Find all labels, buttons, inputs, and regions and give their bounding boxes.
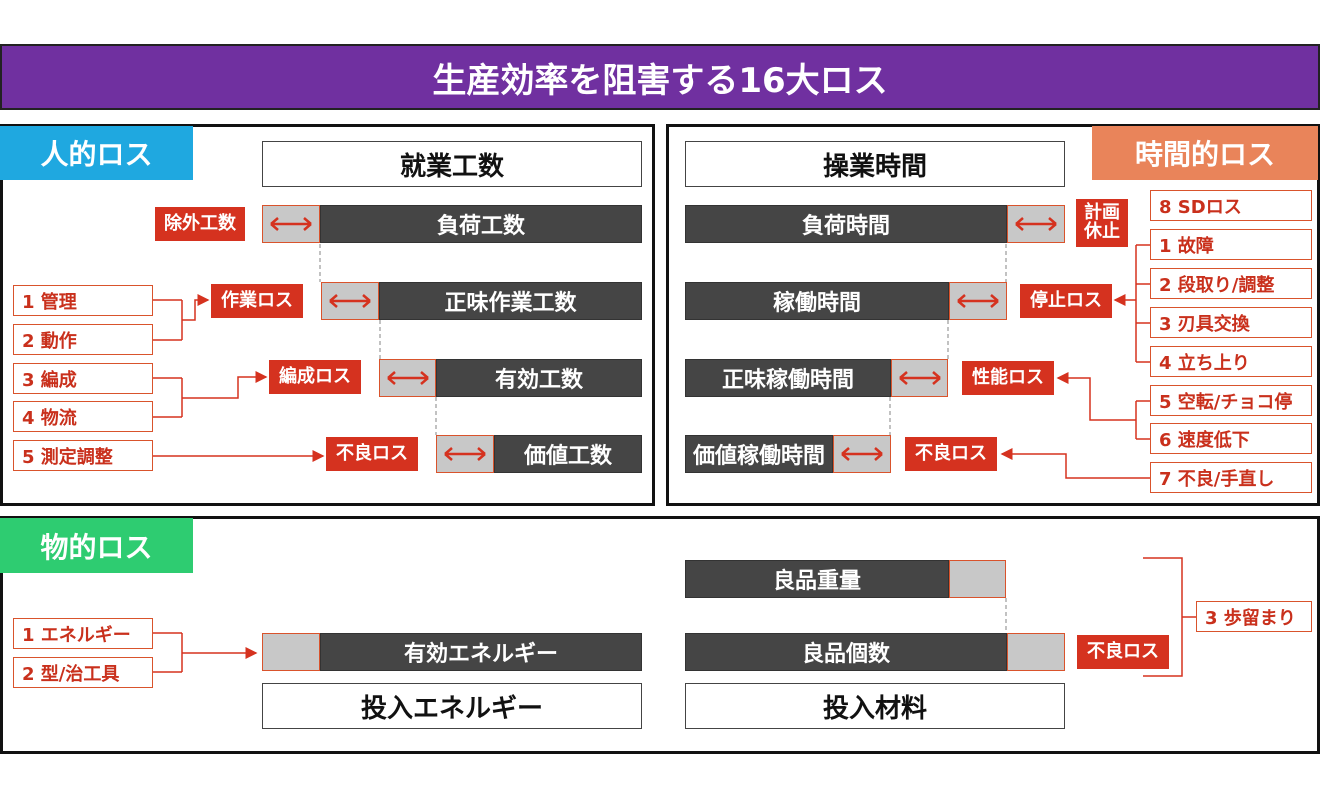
energy-loss-gap: [262, 633, 320, 671]
time-bar-value-operating: 価値稼働時間: [685, 435, 833, 473]
material-item-yield: 3 歩留まり: [1196, 601, 1312, 632]
time-item-tool-change: 3 刃具交換: [1150, 307, 1312, 338]
time-item-sd-loss: 8 SDロス: [1150, 190, 1312, 221]
time-item-breakdown: 1 故障: [1150, 229, 1312, 260]
human-loss-defect: 不良ロス: [326, 437, 418, 471]
double-arrow-icon: [329, 294, 371, 308]
time-item-idling: 5 空転/チョコ停: [1150, 385, 1312, 416]
time-bar-net-operating: 正味稼働時間: [685, 359, 891, 397]
human-loss-tag: 人的ロス: [0, 126, 193, 180]
goods-count-gap: [1007, 633, 1065, 671]
double-arrow-icon: [957, 294, 999, 308]
human-bar-value: 価値工数: [494, 435, 642, 473]
human-item-formation: 3 編成: [13, 363, 153, 394]
time-header: 操業時間: [685, 141, 1065, 187]
energy-header: 投入エネルギー: [262, 683, 642, 729]
double-arrow-icon: [386, 371, 429, 385]
human-gap-1: [262, 205, 320, 243]
page-title: 生産効率を阻害する16大ロス: [0, 44, 1320, 110]
human-item-measurement: 5 測定調整: [13, 440, 153, 471]
human-item-motion: 2 動作: [13, 324, 153, 355]
time-gap-4: [833, 435, 891, 473]
human-item-management: 1 管理: [13, 285, 153, 316]
material-loss-defect: 不良ロス: [1077, 635, 1169, 669]
time-gap-2: [949, 282, 1007, 320]
human-bar-effective: 有効工数: [436, 359, 642, 397]
human-bar-load: 負荷工数: [320, 205, 642, 243]
material-item-energy: 1 エネルギー: [13, 618, 153, 649]
time-gap-1: [1007, 205, 1065, 243]
double-arrow-icon: [1015, 217, 1057, 231]
time-loss-performance: 性能ロス: [962, 361, 1054, 395]
human-gap-3: [379, 359, 436, 397]
double-arrow-icon: [841, 447, 883, 461]
double-arrow-icon: [270, 217, 312, 231]
time-item-rework: 7 不良/手直し: [1150, 462, 1312, 493]
human-loss-work: 作業ロス: [211, 284, 303, 318]
double-arrow-icon: [444, 447, 486, 461]
human-gap-4: [436, 435, 494, 473]
time-loss-tag: 時間的ロス: [1092, 126, 1318, 180]
goods-bar-weight: 良品重量: [685, 560, 949, 598]
time-gap-3: [891, 359, 948, 397]
goods-weight-gap: [949, 560, 1006, 598]
time-loss-planned-stop: 計画 休止: [1076, 199, 1128, 247]
goods-bar-count: 良品個数: [685, 633, 1007, 671]
human-header: 就業工数: [262, 141, 642, 187]
double-arrow-icon: [898, 371, 941, 385]
human-gap-2: [321, 282, 379, 320]
time-bar-operating: 稼働時間: [685, 282, 949, 320]
human-loss-excluded: 除外工数: [155, 207, 245, 241]
material-item-tooling: 2 型/治工具: [13, 657, 153, 688]
time-item-speed-loss: 6 速度低下: [1150, 423, 1312, 454]
time-loss-stop: 停止ロス: [1020, 284, 1112, 318]
energy-bar-effective: 有効エネルギー: [320, 633, 642, 671]
human-loss-formation: 編成ロス: [269, 360, 361, 394]
time-item-setup: 2 段取り/調整: [1150, 268, 1312, 299]
material-loss-tag: 物的ロス: [0, 518, 193, 573]
human-bar-net-work: 正味作業工数: [379, 282, 642, 320]
human-item-logistics: 4 物流: [13, 401, 153, 432]
time-loss-defect: 不良ロス: [905, 437, 997, 471]
time-bar-load: 負荷時間: [685, 205, 1007, 243]
time-item-startup: 4 立ち上り: [1150, 346, 1312, 377]
goods-header: 投入材料: [685, 683, 1065, 729]
